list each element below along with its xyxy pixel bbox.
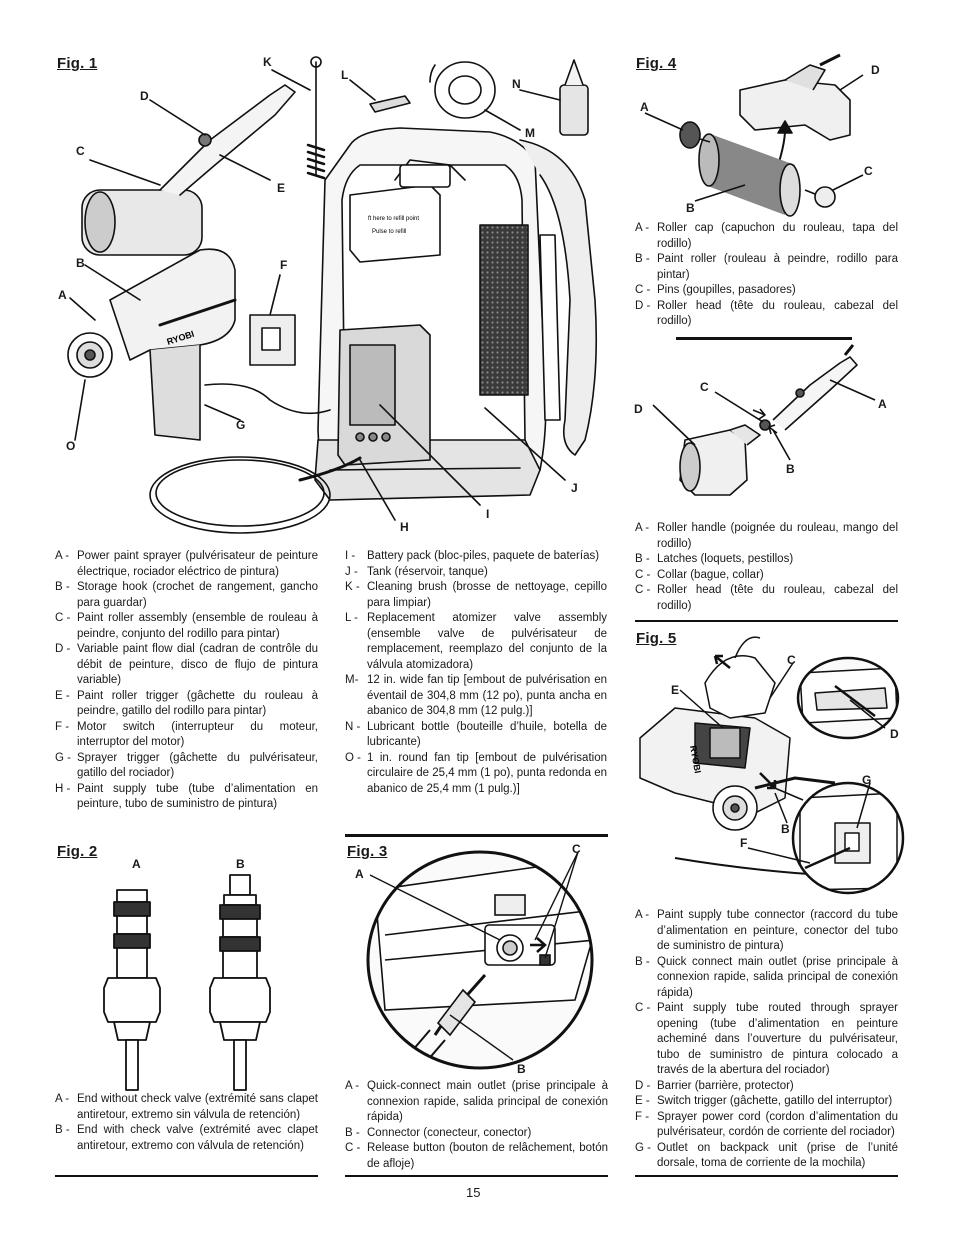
fig1-callout-a: A bbox=[58, 288, 67, 302]
legend-item: B -Latches (loquets, pestillos) bbox=[635, 553, 794, 565]
fig4-top-illustration bbox=[644, 53, 864, 217]
legend-item: A -Roller cap (capuchon du rouleau, tapa… bbox=[635, 222, 898, 250]
fig4-callout-d: D bbox=[871, 63, 880, 77]
legend-item: E -Paint roller trigger (gâchette du rou… bbox=[55, 689, 318, 718]
divider bbox=[345, 834, 608, 837]
fig4b-callout-a: A bbox=[878, 397, 887, 411]
fig4-callout-a: A bbox=[640, 100, 649, 114]
legend-item: C -Roller head (tête du rouleau, cabezal… bbox=[635, 584, 898, 612]
fig2-title: Fig. 2 bbox=[57, 843, 98, 860]
page-number: 15 bbox=[466, 1185, 481, 1200]
fig1-callout-o: O bbox=[66, 439, 76, 453]
fig1-callout-m: M bbox=[525, 126, 535, 140]
legend-item: O -1 in. round fan tip [embout de pulvér… bbox=[345, 751, 607, 795]
fig1-illustration: ft here to refill point Pulse to refill … bbox=[67, 56, 598, 534]
fig1-callout-i: I bbox=[486, 507, 490, 521]
reel-text-1: ft here to refill point bbox=[368, 216, 419, 222]
legend-item: F -Sprayer power cord (cordon d’alimenta… bbox=[635, 1110, 898, 1139]
legend-item: D -Barrier (barrière, protector) bbox=[635, 1079, 794, 1092]
legend-item: A -Roller handle (poignée du rouleau, ma… bbox=[635, 522, 898, 550]
legend-item: F -Motor switch (interrupteur du moteur,… bbox=[55, 720, 318, 749]
fig4-legend-top: A -Roller cap (capuchon du rouleau, tapa… bbox=[635, 221, 898, 330]
fig5-callout-g: G bbox=[862, 773, 872, 787]
fig5-legend: A -Paint supply tube connector (raccord … bbox=[635, 908, 898, 1172]
fig4-callout-b: B bbox=[686, 201, 695, 215]
fig1-title: Fig. 1 bbox=[57, 55, 98, 72]
divider bbox=[635, 620, 898, 622]
fig1-callout-h: H bbox=[400, 520, 409, 534]
fig5-title: Fig. 5 bbox=[636, 630, 677, 647]
legend-item: L -Replacement atomizer valve assembly (… bbox=[345, 612, 607, 671]
legend-item: B -Connector (conecteur, conector) bbox=[345, 1126, 532, 1139]
legend-item: G -Outlet on backpack unit (prise de l’u… bbox=[635, 1141, 898, 1170]
fig4b-callout-c: C bbox=[700, 380, 709, 394]
legend-item: B -Storage hook (crochet de rangement, g… bbox=[55, 581, 318, 609]
fig3-legend: A -Quick-connect main outlet (prise prin… bbox=[345, 1079, 608, 1172]
legend-item: B -Quick connect main outlet (prise prin… bbox=[635, 955, 898, 999]
fig3-callout-c: C bbox=[572, 842, 581, 856]
legend-item: K -Cleaning brush (brosse de nettoyage, … bbox=[345, 581, 607, 609]
legend-item: A -Paint supply tube connector (raccord … bbox=[635, 909, 898, 952]
fig4-callout-c: C bbox=[864, 164, 873, 178]
divider bbox=[345, 1175, 608, 1177]
fig1-callout-l: L bbox=[341, 68, 349, 82]
fig1-callout-n: N bbox=[512, 77, 521, 91]
fig2-legend: A -End without check valve (extrémité sa… bbox=[55, 1092, 318, 1154]
legend-item: J -Tank (réservoir, tanque) bbox=[345, 565, 488, 578]
legend-item: D -Variable paint flow dial (cadran de c… bbox=[55, 643, 318, 686]
legend-item: C -Release button (bouton de relâchement… bbox=[345, 1142, 608, 1170]
fig5-callout-b: B bbox=[781, 822, 790, 836]
legend-item: C -Collar (bague, collar) bbox=[635, 568, 764, 581]
fig5-callout-d: D bbox=[890, 727, 899, 741]
legend-item: C -Paint roller assembly (ensemble de ro… bbox=[55, 612, 318, 640]
fig2-callout-b: B bbox=[236, 857, 245, 871]
fig3-illustration bbox=[366, 850, 594, 1070]
fig3-callout-b: B bbox=[517, 1062, 526, 1076]
legend-item: A -End without check valve (extrémité sa… bbox=[55, 1093, 318, 1121]
fig5-brand: RYOBI bbox=[688, 745, 703, 774]
fig3-title: Fig. 3 bbox=[347, 843, 388, 860]
legend-item: B -Paint roller (rouleau à peindre, rodi… bbox=[635, 253, 898, 281]
fig1-legend-left: A -Power paint sprayer (pulvérisateur de… bbox=[55, 549, 318, 813]
divider bbox=[635, 1175, 898, 1177]
legend-item: C -Paint supply tube routed through spra… bbox=[635, 1002, 898, 1076]
legend-item: I -Battery pack (bloc-piles, paquete de … bbox=[345, 550, 600, 562]
legend-item: D -Roller head (tête du rouleau, cabezal… bbox=[635, 299, 898, 328]
fig2-illustration bbox=[103, 874, 271, 1091]
divider bbox=[55, 1175, 318, 1177]
legend-item: G -Sprayer trigger (gâchette du pulvéris… bbox=[55, 751, 318, 780]
fig3-callout-a: A bbox=[355, 867, 364, 881]
fig1-callout-j: J bbox=[571, 481, 578, 495]
fig1-callout-c: C bbox=[76, 144, 85, 158]
legend-item: A -Power paint sprayer (pulvérisateur de… bbox=[55, 550, 318, 578]
legend-item: B -End with check valve (extrémité avec … bbox=[55, 1124, 318, 1152]
fig1-callout-g: G bbox=[236, 418, 246, 432]
legend-item: H -Paint supply tube (tube d’alimentatio… bbox=[55, 782, 318, 811]
fig1-callout-e: E bbox=[277, 181, 286, 195]
fig1-callout-b: B bbox=[76, 256, 85, 270]
fig4-legend-bottom: A -Roller handle (poignée du rouleau, ma… bbox=[635, 521, 898, 614]
fig1-callout-d: D bbox=[140, 89, 149, 103]
divider bbox=[676, 337, 852, 340]
fig2-callout-a: A bbox=[132, 857, 141, 871]
legend-item: A -Quick-connect main outlet (prise prin… bbox=[345, 1080, 608, 1123]
fig5-callout-f: F bbox=[740, 836, 748, 850]
fig4-title: Fig. 4 bbox=[636, 55, 677, 72]
legend-item: N -Lubricant bottle (bouteille d’huile, … bbox=[345, 720, 607, 749]
fig1-callout-k: K bbox=[263, 55, 272, 69]
legend-item: C -Pins (goupilles, pasadores) bbox=[635, 284, 796, 296]
fig5-callout-c: C bbox=[787, 653, 796, 667]
fig4b-callout-b: B bbox=[786, 462, 795, 476]
fig5-illustration: RYOBI bbox=[639, 636, 905, 895]
fig4-bottom-illustration bbox=[652, 344, 876, 496]
fig5-callout-e: E bbox=[671, 683, 680, 697]
fig1-callout-f: F bbox=[280, 258, 288, 272]
fig4b-callout-d: D bbox=[634, 402, 643, 416]
fig1-legend-right: I -Battery pack (bloc-piles, paquete de … bbox=[345, 549, 607, 797]
legend-item: M-12 in. wide fan tip [embout de pulvéri… bbox=[345, 674, 607, 717]
legend-item: E -Switch trigger (gâchette, gatillo del… bbox=[635, 1095, 893, 1107]
reel-text-2: Pulse to refill bbox=[372, 229, 406, 235]
